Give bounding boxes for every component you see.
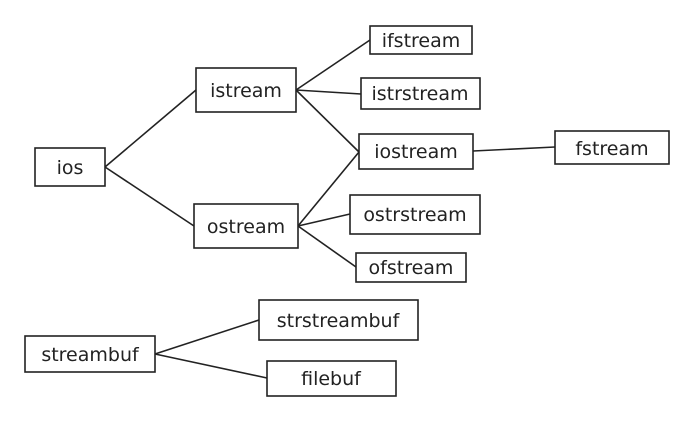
node-iostream: iostream	[358, 133, 474, 170]
node-label-istream: istream	[210, 80, 282, 102]
node-label-ofstream: ofstream	[369, 257, 454, 279]
node-ofstream: ofstream	[355, 252, 467, 283]
node-label-fstream: fstream	[575, 138, 648, 160]
edge-ostream-iostream	[297, 151, 360, 227]
node-label-streambuf: streambuf	[41, 344, 140, 366]
node-ostream: ostream	[193, 203, 299, 249]
node-istream: istream	[195, 67, 297, 113]
node-label-ostrstream: ostrstream	[363, 204, 466, 226]
edges	[104, 39, 556, 379]
node-label-filebuf: filebuf	[301, 368, 362, 390]
edge-istream-istrstream	[295, 89, 362, 95]
edge-ostream-ofstream	[297, 225, 357, 268]
node-label-strstreambuf: strstreambuf	[277, 310, 401, 332]
node-label-ios: ios	[57, 157, 84, 179]
node-streambuf: streambuf	[24, 335, 156, 373]
node-fstream: fstream	[554, 130, 670, 165]
node-label-iostream: iostream	[374, 141, 458, 163]
node-label-ostream: ostream	[207, 216, 285, 238]
node-ios: ios	[34, 147, 106, 187]
edge-istream-ifstream	[295, 39, 371, 91]
edge-streambuf-filebuf	[154, 353, 268, 379]
node-strstreambuf: strstreambuf	[258, 299, 419, 341]
edge-ostream-ostrstream	[297, 213, 351, 227]
edge-ios-ostream	[104, 166, 195, 227]
node-label-istrstream: istrstream	[371, 83, 468, 105]
edge-istream-iostream	[295, 89, 360, 153]
node-istrstream: istrstream	[360, 77, 481, 110]
node-ostrstream: ostrstream	[349, 194, 481, 235]
edge-ios-istream	[104, 89, 197, 168]
edge-iostream-fstream	[472, 146, 556, 152]
edge-streambuf-strstreambuf	[154, 319, 260, 355]
node-ifstream: ifstream	[369, 25, 473, 55]
node-label-ifstream: ifstream	[382, 30, 461, 52]
node-filebuf: filebuf	[266, 360, 397, 397]
